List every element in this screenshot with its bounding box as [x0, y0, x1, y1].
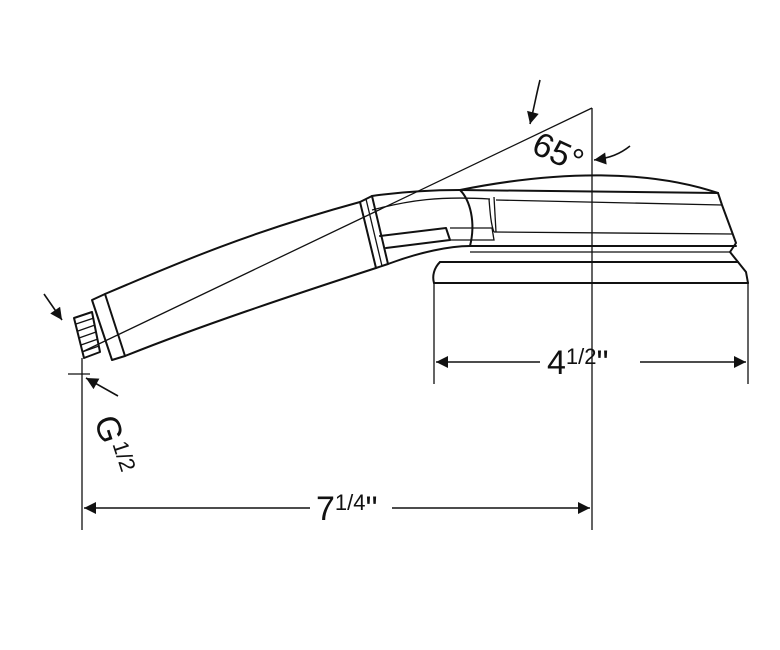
head-width-label: 41/2"	[547, 344, 609, 382]
angle-dimension: 65°	[527, 79, 631, 181]
shower-head-outline	[432, 174, 749, 284]
head-width-dimension: 41/2"	[436, 344, 746, 382]
handle-outline	[91, 189, 495, 361]
overall-length-label: 71/4"	[316, 490, 378, 528]
overall-length-dimension: 71/4"	[84, 490, 590, 528]
threaded-connector	[73, 311, 101, 359]
angle-value-label: 65°	[527, 125, 590, 181]
reference-lines	[81, 107, 749, 530]
thread-dimension: G1/2	[43, 293, 141, 479]
thread-size-label: G1/2	[86, 411, 140, 479]
